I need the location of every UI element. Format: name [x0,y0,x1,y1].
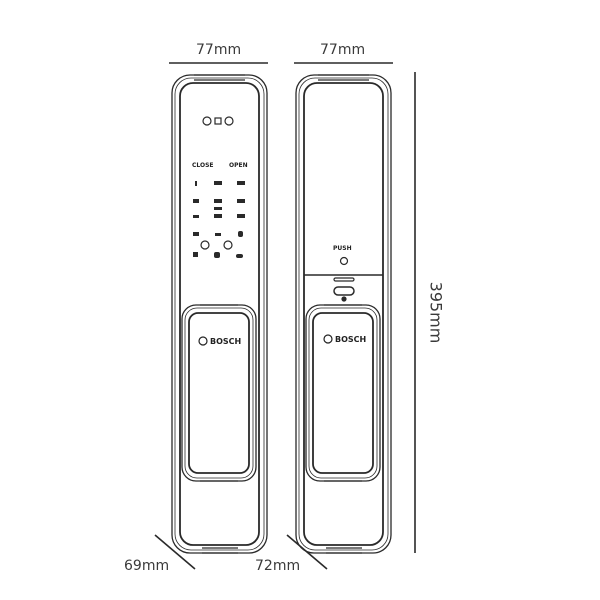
svg-text:BOSCH: BOSCH [210,337,241,346]
front-brand-logo: BOSCH [198,336,241,346]
open-label: OPEN [229,162,248,169]
front-width-label: 77mm [196,42,242,58]
back-brand-logo: BOSCH [323,334,366,344]
back-panel [295,74,392,554]
close-label: CLOSE [192,162,214,169]
back-width-label: 77mm [320,42,366,58]
front-panel [171,74,268,554]
push-label: PUSH [333,245,352,252]
keypad-icons: CLOSE OPEN [192,162,248,258]
svg-text:BOSCH: BOSCH [335,335,366,344]
height-label: 395mm [426,281,446,344]
front-depth-label: 69mm [124,558,170,574]
back-depth-label: 72mm [255,558,301,574]
front-depth-line [154,534,196,570]
